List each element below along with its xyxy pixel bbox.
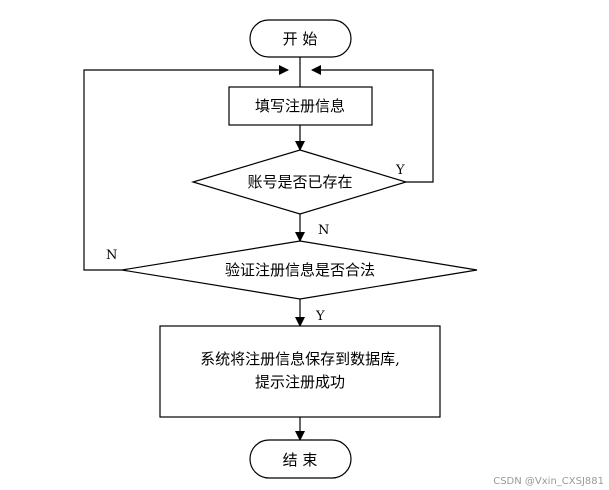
validate-yes-label: Y xyxy=(315,309,325,324)
account-exists-label: 账号是否已存在 xyxy=(247,173,352,191)
account-no-label: N xyxy=(318,223,329,238)
watermark-text: CSDN @Vxin_CXSJ881 xyxy=(493,476,604,487)
account-yes-label: Y xyxy=(395,163,405,178)
validate-info-decision: 验证注册信息是否合法 xyxy=(121,240,478,300)
validate-no-label: N xyxy=(106,248,117,263)
fill-info-label: 填写注册信息 xyxy=(255,97,345,115)
end-terminal: 结 束 xyxy=(249,439,352,479)
account-exists-decision: 账号是否已存在 xyxy=(190,149,409,215)
save-label-line1: 系统将注册信息保存到数据库, xyxy=(200,350,400,368)
loop-back-lines xyxy=(83,65,434,271)
start-label: 开 始 xyxy=(283,30,318,48)
start-terminal: 开 始 xyxy=(249,19,352,58)
save-process: 系统将注册信息保存到数据库, 提示注册成功 xyxy=(159,325,441,418)
save-label-line2: 提示注册成功 xyxy=(255,373,345,391)
fill-info-process: 填写注册信息 xyxy=(228,86,373,126)
validate-info-label: 验证注册信息是否合法 xyxy=(225,261,375,279)
end-label: 结 束 xyxy=(283,451,318,469)
